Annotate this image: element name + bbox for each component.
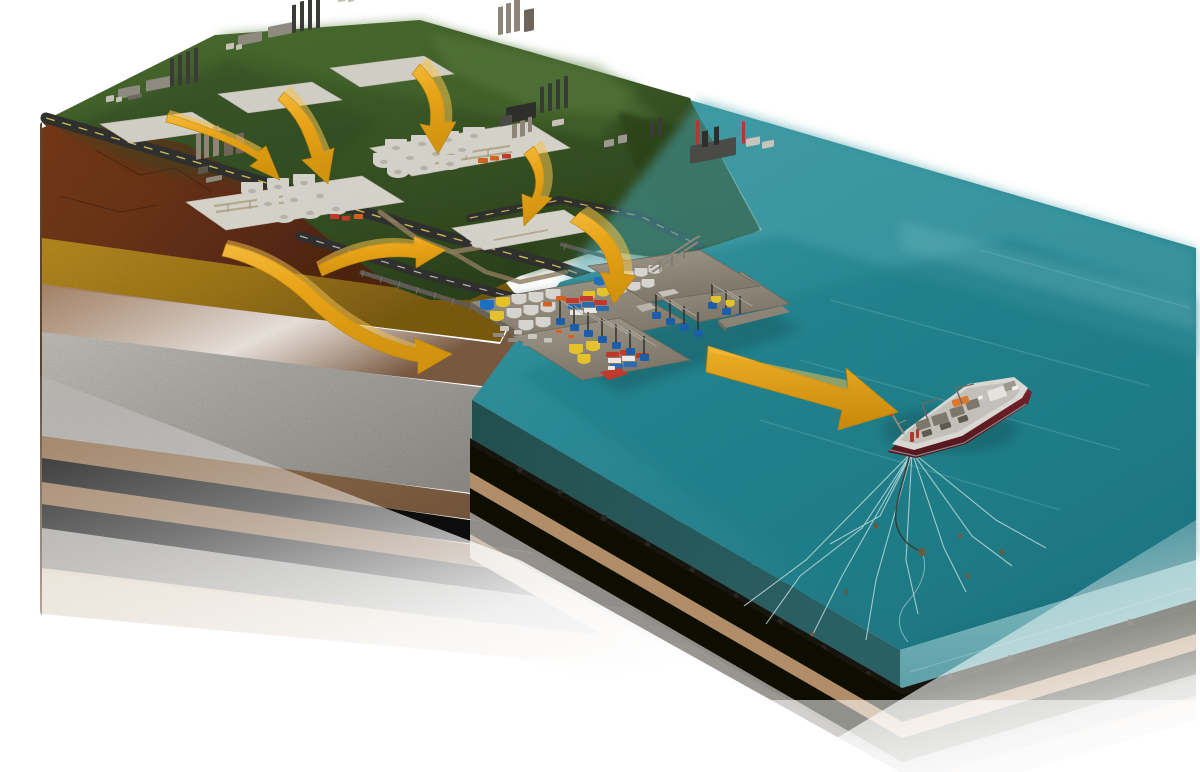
strata-layer-ochre — [42, 238, 520, 342]
port-loading-equipment — [493, 326, 574, 346]
arrow-plant3-to-refinery-east — [411, 58, 457, 155]
arrow-petrochemical-to-port — [569, 206, 637, 305]
arrow-port-to-fpso — [705, 345, 899, 431]
mooring-line — [911, 451, 967, 593]
mooring-line — [765, 451, 913, 625]
flow-arrows — [165, 58, 899, 431]
tugboat — [636, 303, 656, 312]
arrow-refinery-west-to-petrochemical — [316, 235, 447, 277]
mooring-line — [865, 451, 913, 641]
dirt-track-2 — [449, 249, 569, 285]
mooring-line — [911, 451, 1047, 549]
mooring-line — [905, 451, 919, 615]
quay-cranes — [556, 283, 753, 361]
seabed-strata-tan — [470, 472, 1196, 742]
seabed-strata-black — [470, 444, 1196, 728]
water-glare — [900, 220, 1196, 330]
port-tank-cluster-south — [569, 341, 600, 364]
seabed-rock-rim — [470, 438, 1196, 702]
tugboat — [600, 366, 628, 380]
ship-topside-modules — [889, 380, 1019, 442]
subsea-manifolds — [809, 523, 1005, 637]
barge — [718, 306, 790, 332]
subsea-riser — [894, 453, 923, 553]
mooring-line — [743, 451, 913, 607]
road-main-upper-centerline — [45, 117, 633, 293]
mooring-line — [811, 451, 913, 637]
facility-petrochemical-plant[interactable] — [451, 75, 597, 251]
arrow-refinery-west-to-port — [221, 240, 453, 375]
road-coastal-centerline — [469, 199, 701, 247]
mooring-line — [911, 451, 1013, 567]
subsea-flowline — [899, 551, 926, 643]
fpso-vessel[interactable] — [882, 377, 1032, 458]
port-industrial-plant — [604, 117, 774, 307]
geology-layer-10: Cream sediment — [4, 257, 122, 274]
workboat — [658, 289, 679, 297]
port-tank-cluster-west — [480, 289, 566, 331]
quay-south — [510, 317, 692, 381]
mooring-line — [829, 451, 913, 545]
subsea-mooring-spread — [743, 451, 1047, 641]
arrow-plant1-to-refinery-west — [165, 110, 281, 181]
arrow-refinery-east-to-petrochemical — [521, 140, 553, 227]
grass-hill-highlight — [430, 34, 660, 120]
arrow-plant2-to-refinery-west — [277, 86, 335, 185]
storage-tanks — [241, 174, 366, 223]
